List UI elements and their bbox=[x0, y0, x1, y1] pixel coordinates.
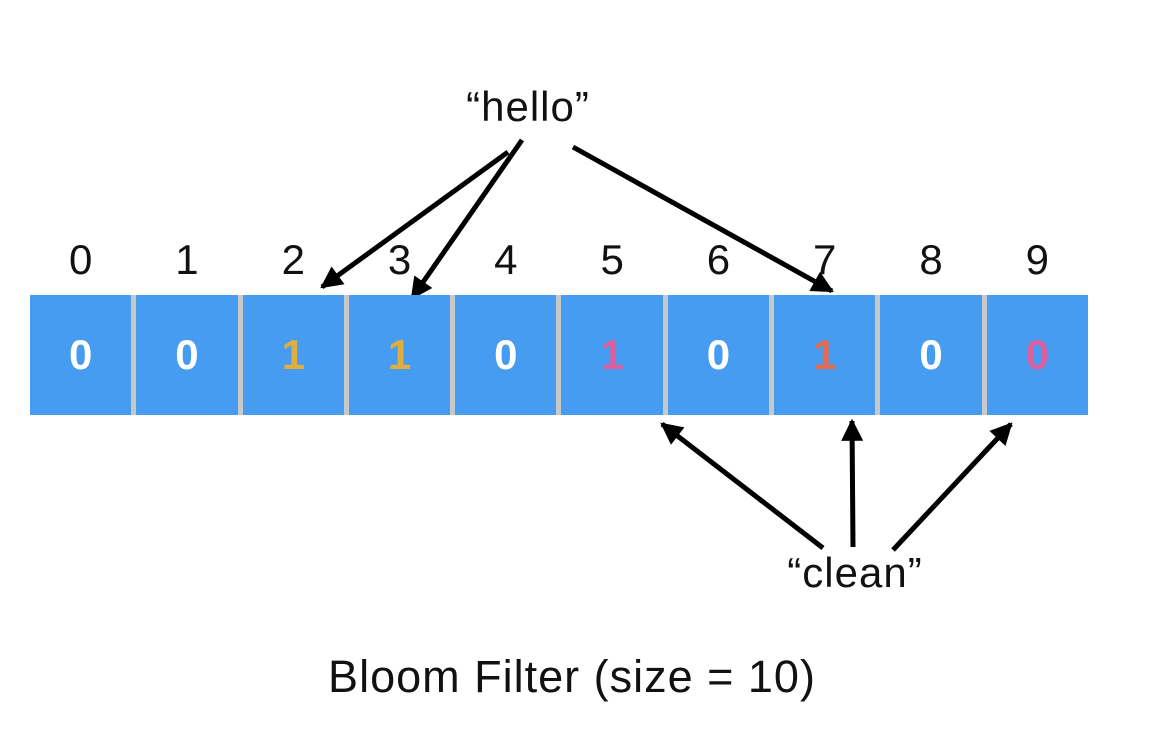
diagram-caption: Bloom Filter (size = 10) bbox=[328, 651, 816, 702]
bit-cell-3: 1 bbox=[348, 295, 451, 415]
clean-key-label: “clean” bbox=[787, 549, 923, 596]
clean-arrow-to-cell-7 bbox=[841, 418, 864, 548]
clean-arrow-to-cell-5 bbox=[660, 422, 825, 550]
index-label-8: 8 bbox=[919, 236, 943, 283]
bit-value-8: 0 bbox=[919, 331, 943, 378]
bit-cell-9: 0 bbox=[986, 295, 1088, 415]
bit-cell-2: 1 bbox=[242, 295, 344, 415]
index-label-7: 7 bbox=[813, 236, 837, 283]
bit-value-9: 0 bbox=[1025, 331, 1049, 378]
bit-cell-8: 0 bbox=[880, 295, 982, 415]
index-label-0: 0 bbox=[68, 236, 93, 283]
bit-cell-5: 1 bbox=[561, 295, 663, 415]
index-row: 0 1 2 3 4 5 6 7 8 9 bbox=[30, 234, 1088, 286]
bit-value-6: 0 bbox=[706, 331, 731, 378]
bit-cell-7: 1 bbox=[774, 295, 876, 415]
bit-cell-6: 0 bbox=[667, 295, 770, 415]
bit-value-4: 0 bbox=[494, 331, 518, 378]
bit-value-1: 0 bbox=[175, 331, 199, 378]
bit-value-0: 0 bbox=[68, 331, 93, 378]
index-label-9: 9 bbox=[1025, 236, 1049, 283]
index-label-1: 1 bbox=[175, 236, 199, 283]
bit-value-5: 1 bbox=[600, 331, 624, 378]
bit-cell-1: 0 bbox=[136, 295, 238, 415]
index-label-5: 5 bbox=[600, 236, 624, 283]
bit-array: 0 0 1 1 0 1 0 1 0 0 bbox=[30, 295, 1088, 415]
hello-key-label: “hello” bbox=[466, 83, 590, 130]
index-label-2: 2 bbox=[281, 236, 305, 283]
bit-value-2: 1 bbox=[281, 331, 305, 378]
index-label-6: 6 bbox=[706, 236, 731, 283]
clean-arrow-to-cell-9 bbox=[891, 422, 1013, 552]
bit-cell-4: 0 bbox=[455, 295, 557, 415]
bit-value-3: 1 bbox=[387, 331, 412, 378]
bit-cell-0: 0 bbox=[30, 295, 132, 415]
index-label-3: 3 bbox=[387, 236, 412, 283]
index-label-4: 4 bbox=[494, 236, 518, 283]
bit-value-7: 1 bbox=[813, 331, 837, 378]
